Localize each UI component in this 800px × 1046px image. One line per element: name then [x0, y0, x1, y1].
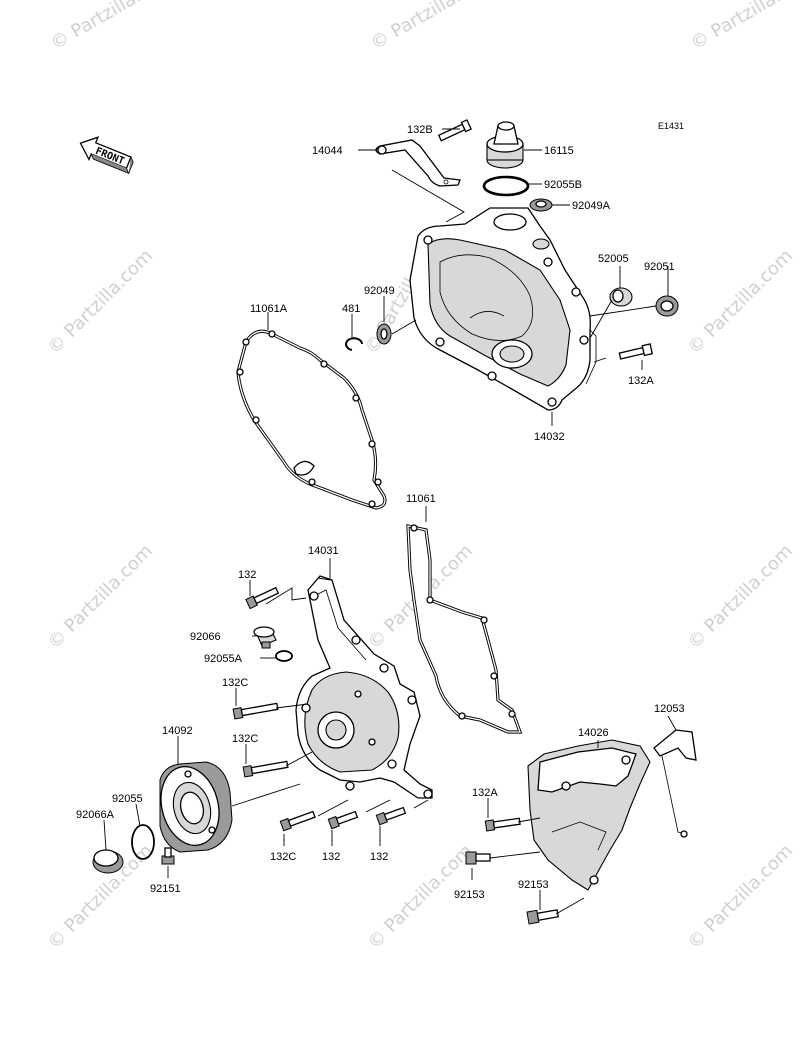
- part-label: 132: [370, 851, 388, 863]
- part-label: 481: [342, 303, 360, 315]
- part-label: 92066A: [76, 809, 115, 821]
- bolt-132-part: [245, 586, 280, 610]
- part-label: 12053: [654, 703, 685, 715]
- watermark: © Partzilla.com: [684, 840, 797, 953]
- part-label: 92049: [364, 285, 395, 297]
- cover-cap-14092-part: [159, 761, 233, 853]
- part-label: 132B: [407, 124, 433, 136]
- bolt-132a-part: [484, 817, 521, 832]
- part-label: 92153: [454, 889, 485, 901]
- part-label: 14044: [312, 145, 343, 157]
- o-ring-92055-part: [131, 824, 155, 860]
- part-label: 14032: [534, 431, 565, 443]
- watermark: © Partzilla.com: [684, 540, 797, 653]
- part-label: 14092: [162, 725, 193, 737]
- o-ring-92055b-part: [482, 175, 530, 197]
- bolt-92153-part: [526, 909, 559, 925]
- o-ring-92055a-part: [275, 650, 293, 662]
- oil-seal-92049a-part: [529, 198, 553, 212]
- snap-ring-481-part: [345, 337, 363, 351]
- bolt-132-part: [327, 810, 359, 830]
- bushing-52005-part: [609, 287, 633, 307]
- part-label: 132: [322, 851, 340, 863]
- part-label: 14026: [578, 727, 609, 739]
- gasket-11061a-part: [236, 329, 387, 510]
- bolt-132-part: [375, 806, 407, 826]
- cap-92066a-part: [92, 849, 124, 874]
- part-label: 132C: [232, 733, 258, 745]
- bolt-132c-part: [232, 702, 279, 720]
- part-label: 92153: [518, 879, 549, 891]
- watermark: © Partzilla.com: [47, 0, 178, 54]
- part-label: 132: [238, 569, 256, 581]
- watermark: © Partzilla.com: [367, 0, 498, 54]
- part-label: 132C: [222, 677, 248, 689]
- bracket-12053-part: [653, 729, 697, 838]
- part-label: 92049A: [572, 200, 611, 212]
- part-label: 92055: [112, 793, 143, 805]
- bolt-92153-part: [465, 851, 491, 865]
- front-arrow-icon: FRONT: [79, 136, 134, 175]
- part-label: 132A: [472, 787, 498, 799]
- watermark-layer: © Partzilla.com © Partzilla.com © Partzi…: [44, 0, 800, 954]
- bolt-92151-part: [161, 847, 175, 865]
- part-label: 92055A: [204, 653, 243, 665]
- watermark: © Partzilla.com: [684, 245, 797, 358]
- oil-seal-92049-part: [376, 323, 392, 345]
- bolt-132b-part: [437, 119, 472, 142]
- seal-92051-part: [655, 295, 679, 317]
- generator-cover-part: [295, 575, 433, 799]
- part-labels: 132B 16115 14044 92055B 92049A 52005 920…: [76, 124, 685, 901]
- part-label: 92055B: [544, 179, 582, 191]
- part-label: 92151: [150, 883, 181, 895]
- part-label: 52005: [598, 253, 629, 265]
- plug-92066-part: [253, 626, 277, 649]
- part-label: 132C: [270, 851, 296, 863]
- watermark: © Partzilla.com: [44, 540, 157, 653]
- bolt-132c-part: [279, 810, 316, 832]
- watermark: © Partzilla.com: [44, 245, 157, 358]
- part-label: 16115: [544, 145, 574, 157]
- part-label: 14031: [308, 545, 339, 557]
- bolt-132a-part: [618, 343, 654, 360]
- sprocket-cover-part: [527, 739, 651, 891]
- oil-filler-cap-part: [486, 121, 524, 169]
- part-label: 11061: [406, 493, 436, 505]
- part-label: 132A: [628, 375, 654, 387]
- clutch-cover-part: [409, 207, 597, 411]
- breather-bracket-part: [375, 139, 461, 187]
- gasket-11061-part: [406, 523, 523, 734]
- leader-lines: [103, 128, 677, 915]
- part-label: 92066: [190, 631, 221, 643]
- watermark: © Partzilla.com: [687, 0, 800, 54]
- part-label: 11061A: [250, 303, 288, 315]
- diagram-code: E1431: [658, 121, 684, 131]
- part-label: 92051: [644, 261, 675, 273]
- bolt-132c-part: [242, 760, 289, 778]
